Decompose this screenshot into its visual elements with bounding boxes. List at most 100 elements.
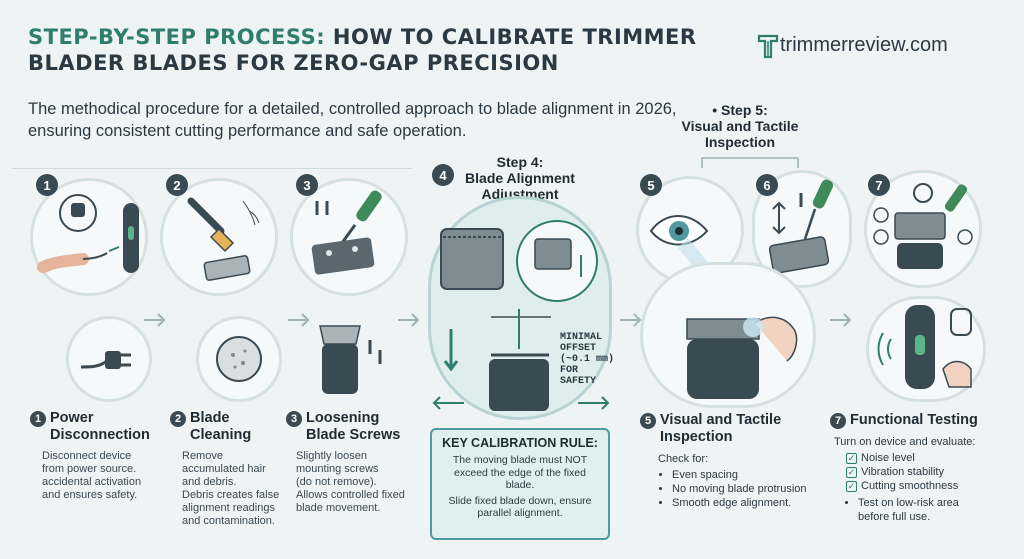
- screw-tighten-icon: [768, 179, 834, 274]
- step2-desc-4: Debris creates false: [182, 489, 280, 501]
- check-label-3: Cutting smoothness: [861, 480, 959, 492]
- step7-intro: Turn on device and evaluate:: [834, 436, 976, 448]
- step1-desc-3: accidental activation: [42, 476, 142, 488]
- step4-header-line2: Blade Alignment: [465, 170, 575, 186]
- offset-label-line5: SAFETY: [560, 376, 597, 387]
- step5-intro: Check for:: [658, 453, 709, 465]
- step5-header: • Step 5: Visual and Tactile Inspection: [660, 102, 820, 150]
- step5-list: Even spacing No moving blade protrusion …: [672, 468, 820, 510]
- adjust-test-icon: [873, 183, 973, 269]
- step2-desc: Remove accumulated hair and debris. Debr…: [182, 450, 290, 528]
- step3-desc-4: Allows controlled fixed: [296, 489, 405, 501]
- rule-heading: KEY CALIBRATION RULE:: [442, 436, 598, 450]
- step7-checklist: ✓Noise level ✓ Vibration stability ✓ Cutti…: [846, 451, 1020, 493]
- check-item-1: ✓Noise level: [846, 451, 1020, 465]
- checkbox-icon: ✓: [846, 480, 857, 492]
- offset-label-line2: OFFSET: [560, 343, 597, 354]
- step2-title-line1: Blade: [190, 410, 230, 426]
- functional-test-circle: [866, 296, 986, 402]
- step1-badge: 1: [36, 174, 58, 196]
- step2-desc-3: and debris.: [182, 476, 237, 488]
- check-label-2: Vibration stability: [861, 466, 944, 478]
- page-title: STEP-BY-STEP PROCESS: HOW TO CALIBRATE T…: [28, 24, 708, 76]
- step2-title-line2: Cleaning: [190, 427, 252, 443]
- step1-title-line2: Disconnection: [50, 427, 150, 443]
- step3-desc-1: Slightly loosen: [296, 450, 367, 462]
- step7-final-1: Test on low-risk area: [858, 497, 959, 509]
- title-rest: HOW TO CALIBRATE TRIMMER BLADER BLADES F…: [28, 25, 697, 75]
- step5-item-3: Smooth edge alignment.: [672, 496, 820, 510]
- step5-header-line3: Inspection: [704, 134, 775, 150]
- offset-label: MINIMAL OFFSET (~0.1 mm) FOR SAFETY: [560, 332, 614, 387]
- step1-desc-4: and ensures safety.: [42, 489, 138, 501]
- step2-badge: 2: [166, 174, 188, 196]
- step1-title-line1: Power: [50, 410, 94, 426]
- step5-bracket: [701, 157, 799, 168]
- step2-circle: [160, 178, 278, 296]
- offset-label-line3: (~0.1 mm): [560, 354, 615, 365]
- step4-header: Step 4: Blade Alignment Adjustment: [455, 154, 585, 202]
- step1-desc-1: Disconnect device: [42, 450, 132, 462]
- power-on-trimmer-icon: [877, 305, 972, 389]
- check-label-1: Noise level: [861, 452, 915, 464]
- blade-alignment-icon: [440, 220, 598, 411]
- rule-line2: Slide fixed blade down, ensure parallel …: [448, 494, 592, 520]
- step7-text: 7 Functional Testing Turn on device and …: [830, 412, 1020, 524]
- screwdriver-icon: [311, 190, 382, 275]
- step3-desc-2: mounting screws: [296, 463, 379, 475]
- step5-header-line2: Visual and Tactile: [681, 118, 799, 134]
- step1-text-badge: 1: [30, 411, 46, 427]
- step2-desc-1: Remove: [182, 450, 223, 462]
- hand-trimmer-icon: [686, 316, 798, 399]
- divider-left: [12, 168, 412, 178]
- unplugged-cord-icon: [80, 351, 131, 369]
- rule-line1: The moving blade must NOT exceed the edg…: [452, 454, 588, 491]
- calibration-rule-box: KEY CALIBRATION RULE: The moving blade m…: [430, 428, 610, 540]
- trimmer-screws-icon: [319, 325, 382, 394]
- step7-final: Test on low-risk area before full use.: [858, 496, 1020, 524]
- step3-small: [300, 316, 396, 402]
- step7-title: Functional Testing: [850, 412, 978, 428]
- step2-small-circle: [196, 316, 282, 402]
- offset-label-line1: MINIMAL: [560, 332, 603, 343]
- step5-title-line2: Inspection: [660, 429, 733, 445]
- step6-badge: 6: [756, 174, 778, 196]
- check-item-2: ✓ Vibration stability: [846, 465, 1020, 479]
- step3-desc: Slightly loosen mounting screws (do not …: [296, 450, 426, 515]
- step3-circle: [290, 178, 408, 296]
- step5-header-line1: • Step 5:: [712, 102, 768, 118]
- step7-final-2: before full use.: [858, 511, 931, 523]
- step1-small-circle: [66, 316, 152, 402]
- flow-arrows-right: [620, 313, 852, 327]
- step5-title-line1: Visual and Tactile: [660, 412, 782, 428]
- step4-circle: [428, 196, 612, 420]
- step7-circle: [864, 170, 982, 288]
- step3-desc-3: (do not remove).: [296, 476, 377, 488]
- step2-desc-2: accumulated hair: [182, 463, 266, 475]
- inspection-circle: [640, 262, 816, 408]
- step3-title-line2: Blade Screws: [306, 427, 401, 443]
- brand-logo-icon: [757, 33, 779, 64]
- step3-desc-5: blade movement.: [296, 502, 381, 514]
- check-item-3: ✓ Cutting smoothness: [846, 479, 1020, 493]
- title-accent: STEP-BY-STEP PROCESS:: [28, 25, 326, 49]
- flow-arrows-left: [144, 313, 420, 327]
- step1-desc-2: from power source.: [42, 463, 137, 475]
- page-subtitle: The methodical procedure for a detailed,…: [28, 100, 677, 140]
- step2-desc-6: and contamination.: [182, 515, 275, 527]
- cleaning-brush-icon: [187, 197, 260, 281]
- step7-text-badge: 7: [830, 412, 846, 429]
- step5-item-1: Even spacing: [672, 468, 820, 482]
- step3-text-badge: 3: [286, 411, 302, 427]
- checkbox-icon: ✓: [846, 466, 857, 478]
- step7-badge: 7: [868, 174, 890, 196]
- step4-badge: 4: [432, 164, 454, 186]
